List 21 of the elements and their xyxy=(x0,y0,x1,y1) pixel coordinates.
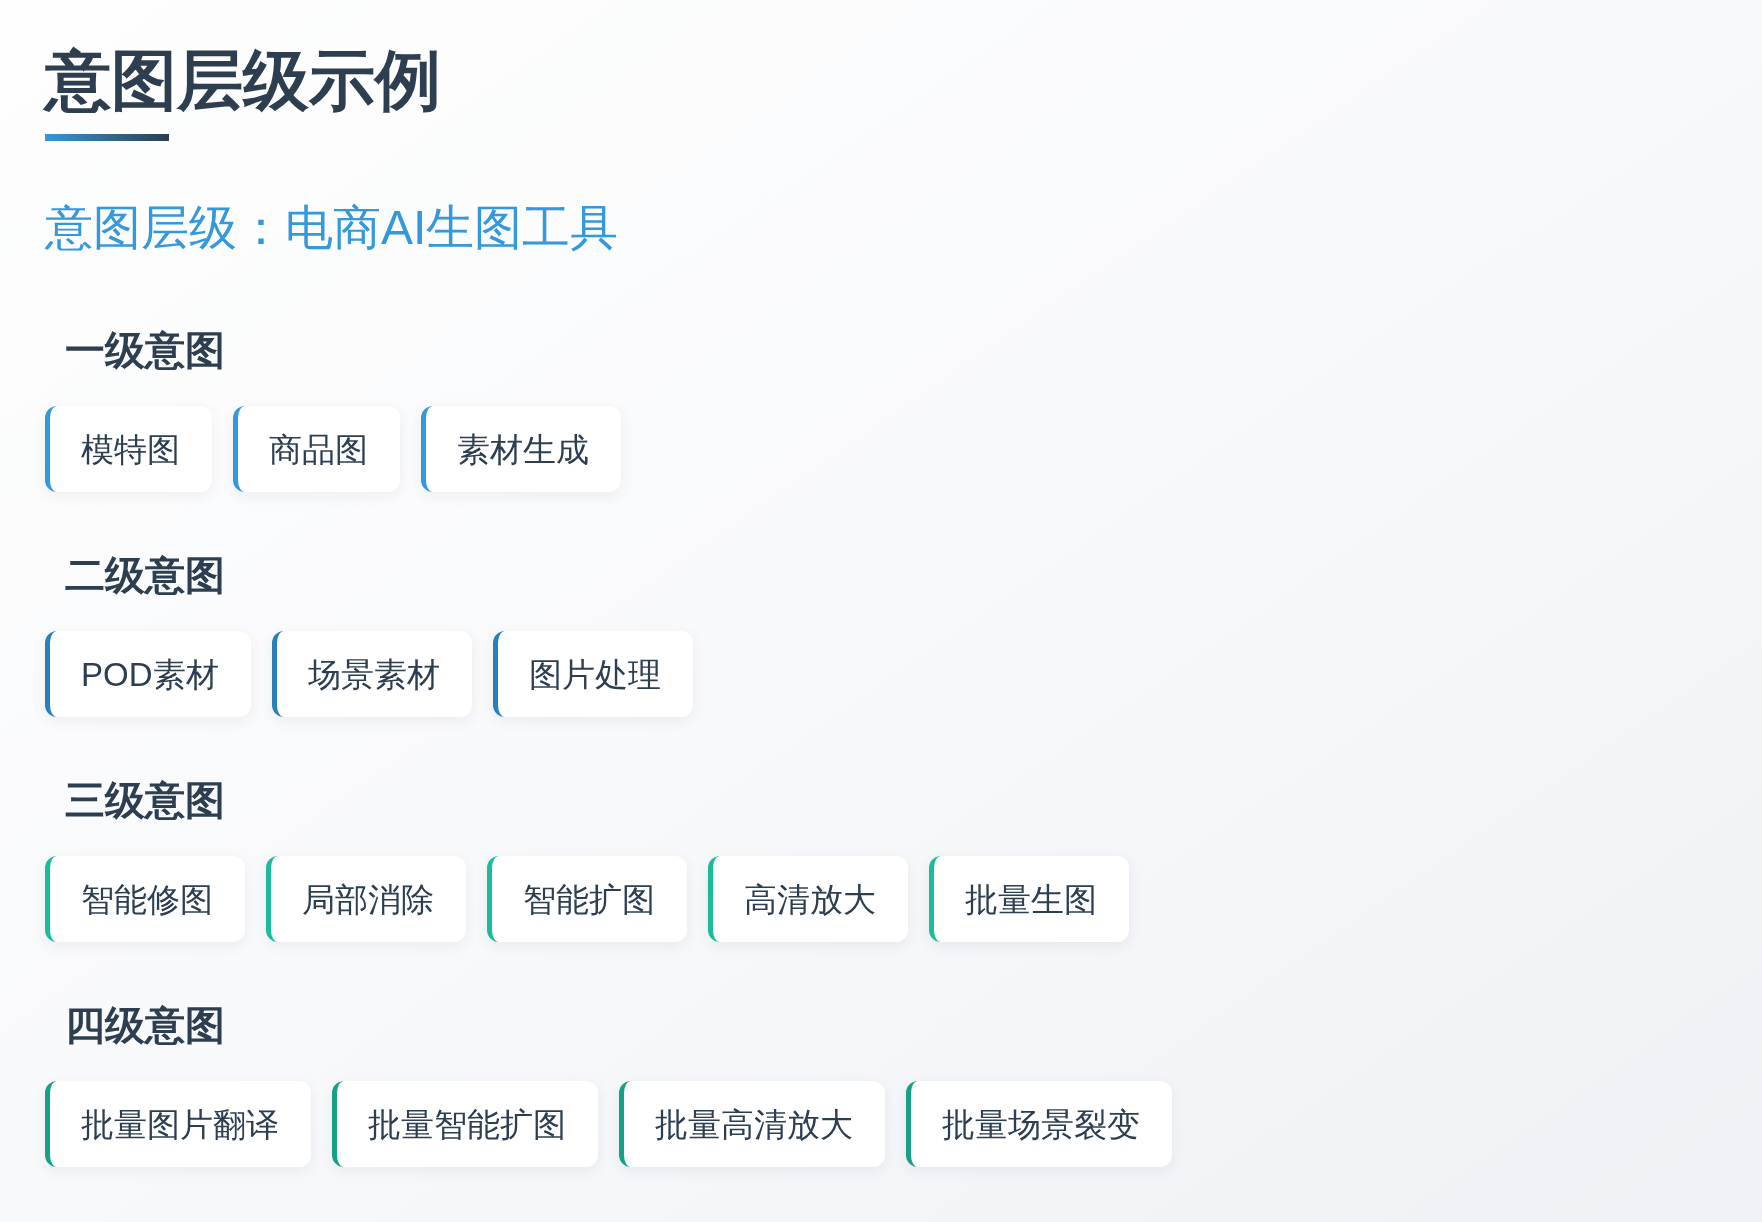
intent-tag: 批量高清放大 xyxy=(619,1081,885,1167)
intent-tag: 场景素材 xyxy=(271,631,472,717)
intent-tag: 素材生成 xyxy=(421,406,621,492)
section-heading: 四级意图 xyxy=(65,1005,225,1045)
subtitle-text: 意图层级：电商AI生图工具 xyxy=(45,204,619,252)
intent-tag: POD素材 xyxy=(45,631,251,717)
section-heading: 二级意图 xyxy=(65,555,225,595)
section-heading: 一级意图 xyxy=(65,330,225,370)
intent-tag: 批量智能扩图 xyxy=(332,1081,598,1167)
intent-tag: 模特图 xyxy=(45,406,212,492)
intent-tag: 图片处理 xyxy=(492,631,693,717)
intent-tag: 商品图 xyxy=(233,406,400,492)
intent-tag: 批量场景裂变 xyxy=(906,1081,1172,1167)
intent-tag: 智能修图 xyxy=(45,856,245,942)
intent-tag: 智能扩图 xyxy=(487,856,687,942)
title-text: 意图层级示例 xyxy=(45,47,441,113)
intent-tag: 高清放大 xyxy=(708,856,908,942)
intent-tag: 局部消除 xyxy=(266,856,466,942)
intent-tag: 批量生图 xyxy=(929,856,1129,942)
intent-tag: 批量图片翻译 xyxy=(45,1081,311,1167)
section-heading: 三级意图 xyxy=(65,780,225,820)
